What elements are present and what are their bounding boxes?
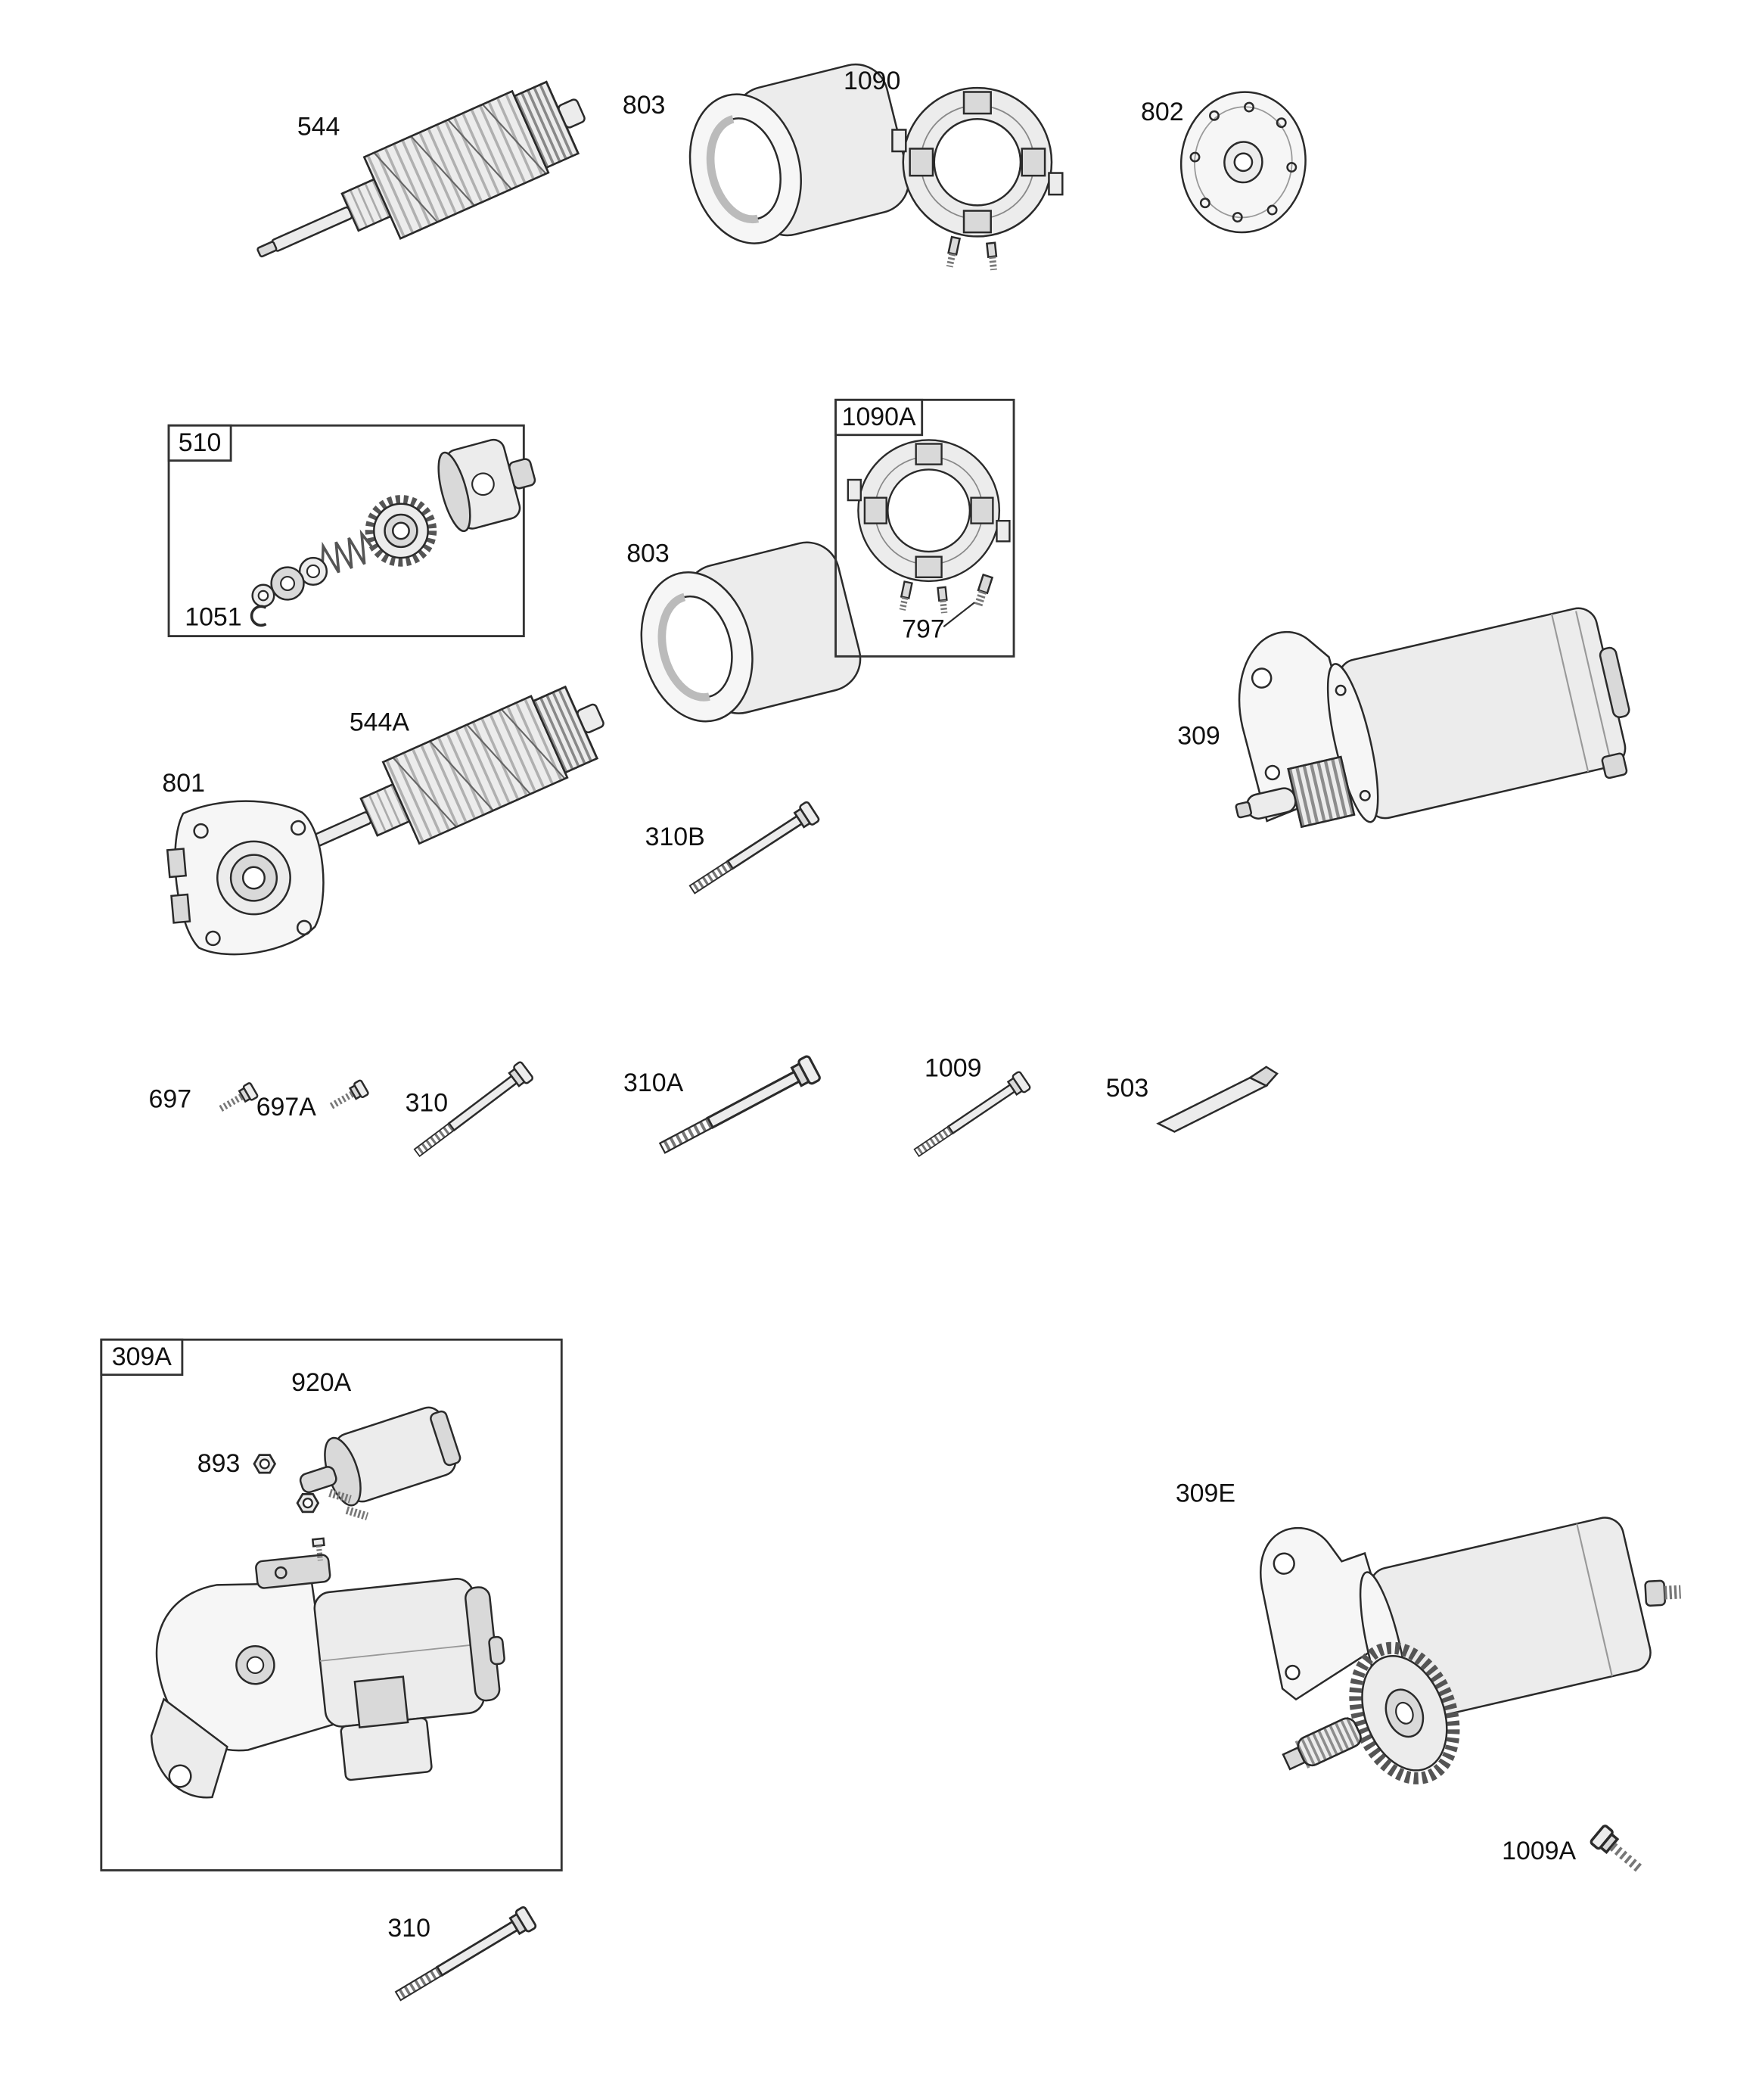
part-label-797: 797 xyxy=(902,614,945,643)
part-label-1009: 1009 xyxy=(925,1053,981,1082)
part-label-544a: 544A xyxy=(350,708,410,737)
part-label-697a: 697A xyxy=(256,1093,317,1122)
part-label-309: 309 xyxy=(1177,721,1220,750)
pinion-gear xyxy=(370,499,432,562)
part-label-803-mid: 803 xyxy=(626,539,670,568)
nut-893b xyxy=(296,1492,319,1514)
bracket-503 xyxy=(1156,1066,1279,1133)
callout-box-510: 510 1051 xyxy=(167,424,536,638)
brush-holder-1090 xyxy=(892,88,1062,270)
end-plate-801 xyxy=(166,800,325,956)
part-label-310a: 310A xyxy=(623,1069,684,1097)
bolt-310b xyxy=(686,801,820,899)
part-label-893: 893 xyxy=(197,1449,241,1478)
part-label-310b: 310B xyxy=(645,823,705,851)
bearing xyxy=(251,583,275,608)
terminal-stud-797 xyxy=(974,573,994,608)
part-label-802: 802 xyxy=(1141,98,1184,126)
screw-697 xyxy=(216,1082,258,1115)
part-label-1051: 1051 xyxy=(185,602,241,631)
part-label-310: 310 xyxy=(406,1089,449,1118)
drive-housing xyxy=(437,438,536,533)
screw-1009a xyxy=(1590,1825,1646,1877)
part-label-310-bottom: 310 xyxy=(387,1914,430,1943)
part-label-697: 697 xyxy=(149,1084,192,1113)
part-label-309e: 309E xyxy=(1176,1479,1235,1507)
part-label-503: 503 xyxy=(1106,1074,1149,1103)
starter-motor-309e xyxy=(1260,1517,1682,1784)
end-cap-802 xyxy=(1173,85,1313,240)
callout-box-309a: 309A xyxy=(100,1338,563,1871)
part-label-544: 544 xyxy=(297,113,340,142)
part-label-801: 801 xyxy=(162,769,205,798)
retaining-clip-1051 xyxy=(250,605,267,627)
callout-box-1090a: 1090A 797 xyxy=(834,398,1015,658)
part-label-309a: 309A xyxy=(112,1342,172,1371)
screw-697a xyxy=(328,1080,369,1113)
starter-motor-309 xyxy=(1235,607,1630,829)
leader-line-797 xyxy=(943,602,975,627)
washer-a xyxy=(298,556,328,586)
drive-spring xyxy=(321,529,373,574)
washer-b xyxy=(270,566,305,601)
part-label-920a: 920A xyxy=(291,1368,352,1397)
nut-893 xyxy=(253,1454,276,1474)
part-label-1090a: 1090A xyxy=(842,403,916,431)
part-label-1090: 1090 xyxy=(844,67,900,95)
bolt-1009 xyxy=(911,1071,1031,1161)
starter-motor-309a xyxy=(150,1537,505,1799)
part-label-510: 510 xyxy=(179,428,222,457)
part-label-803-top: 803 xyxy=(623,91,666,120)
part-label-1009a: 1009A xyxy=(1502,1837,1576,1865)
armature-544 xyxy=(241,69,598,294)
solenoid-920a xyxy=(299,1406,462,1520)
